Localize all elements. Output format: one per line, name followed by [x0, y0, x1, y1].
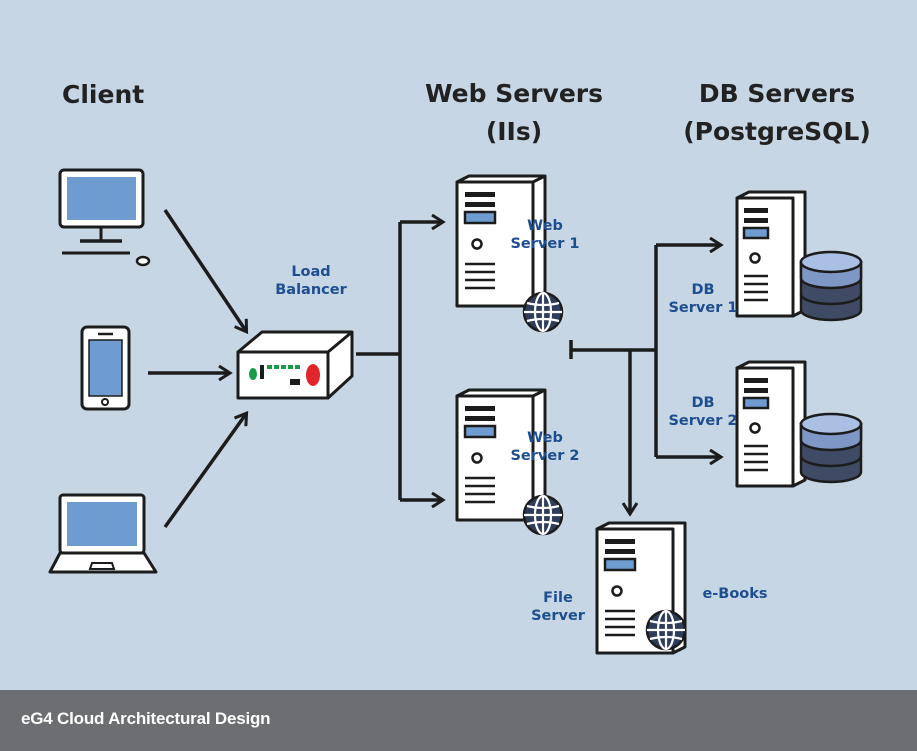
- laptop-icon: [48, 493, 158, 574]
- connector-balancer-trunk: [356, 222, 402, 500]
- db-server-1-label: DB: [691, 282, 714, 298]
- header-web-servers-sub: (IIs): [486, 117, 542, 146]
- file-server-label-2: Server: [531, 608, 586, 624]
- header-web-servers: Web Servers: [425, 79, 603, 108]
- web-server-2-label-2: Server 2: [510, 448, 579, 464]
- db-server-1-label-2: Server 1: [668, 300, 737, 316]
- database-icon: [799, 412, 863, 484]
- web-server-1-label-2: Server 1: [510, 236, 579, 252]
- header-db-servers: DB Servers: [699, 79, 855, 108]
- db-server-2-tower: [735, 360, 807, 488]
- header-db-servers-sub: (PostgreSQL): [683, 117, 871, 146]
- load-balancer-label-2: Balancer: [275, 282, 347, 298]
- desktop-monitor-icon: [58, 168, 151, 267]
- db-server-2-label: DB: [691, 395, 714, 411]
- smartphone-icon: [80, 325, 131, 411]
- ebooks-label: e-Books: [702, 586, 767, 602]
- architecture-diagram: Client Web Servers (IIs) DB Servers (Pos…: [48, 79, 871, 655]
- file-server-label: File: [543, 590, 573, 606]
- load-balancer-icon: [236, 330, 354, 400]
- connector-web-to-db-trunk: [569, 245, 658, 457]
- load-balancer-label: Load: [291, 264, 330, 280]
- globe-icon: [645, 609, 687, 651]
- globe-icon: [522, 494, 564, 536]
- arrow-laptop-to-balancer: [163, 414, 246, 529]
- globe-icon: [522, 291, 564, 333]
- arrow-desktop-to-balancer: [163, 209, 246, 331]
- web-server-2-label: Web: [527, 430, 563, 446]
- database-icon: [799, 250, 863, 322]
- web-server-1-label: Web: [527, 218, 563, 234]
- db-server-2-label-2: Server 2: [668, 413, 737, 429]
- db-server-1-tower: [735, 190, 807, 318]
- header-client: Client: [62, 80, 144, 109]
- diagram-canvas: Client Web Servers (IIs) DB Servers (Pos…: [0, 0, 917, 690]
- caption-bar: eG4 Cloud Architectural Design: [0, 690, 917, 751]
- caption-text: eG4 Cloud Architectural Design: [21, 709, 271, 728]
